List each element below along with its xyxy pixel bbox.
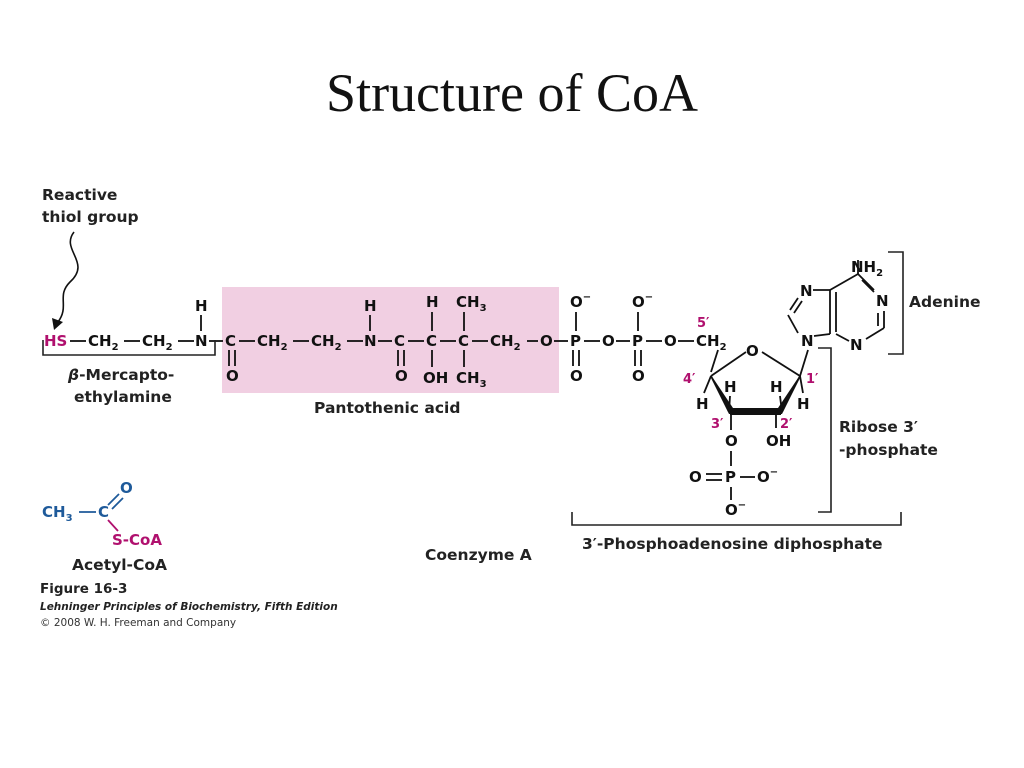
- carbonyl-c-1: C: [225, 332, 236, 350]
- amide-h-2: H: [364, 297, 377, 315]
- ch2-2: CH2: [142, 332, 173, 353]
- choh-h: H: [426, 293, 439, 311]
- num-3prime: 3′: [711, 417, 724, 432]
- methyl-bottom: CH3: [456, 369, 487, 390]
- backbone: HS CH2 CH2 N H C O CH2 CH2 N H C O C H O…: [44, 292, 727, 390]
- ester-o-1: O: [540, 332, 553, 350]
- ch2-3: CH2: [257, 332, 288, 353]
- carbonyl-c-2: C: [394, 332, 405, 350]
- slide-title: Structure of CoA: [326, 63, 698, 123]
- ring-o-3: O: [725, 432, 738, 450]
- reactive-label-line1: Reactive: [42, 186, 117, 204]
- amide-n-1: N: [195, 332, 208, 350]
- carbonyl-o-1: O: [226, 367, 239, 385]
- ribose-label-line1: Ribose 3′: [839, 418, 918, 436]
- phosphate-ominus-2: O−: [632, 292, 653, 311]
- adenine-n3: N: [850, 336, 863, 354]
- choh-c: C: [426, 332, 437, 350]
- methyl-top: CH3: [456, 293, 487, 314]
- choh-oh: OH: [423, 369, 448, 387]
- coenzyme-label: Coenzyme A: [425, 546, 532, 564]
- phosphate-o-2: O: [632, 367, 645, 385]
- phosphate-ominus-3: O−: [757, 467, 778, 486]
- acetyl-c: C: [98, 503, 109, 521]
- adenine-ring: N N NH2 N N: [787, 258, 889, 354]
- beta-label-line2: ethylamine: [74, 388, 172, 406]
- ch2-5prime: CH2: [696, 332, 727, 353]
- ribose-ring: 5′ O 4′ 1′ 3′ 2′ H H H H OH O P O O− O−: [683, 316, 819, 519]
- phosphorus-1: P: [570, 332, 581, 350]
- adenine-n7: N: [800, 282, 813, 300]
- diphosphate-label: 3′-Phosphoadenosine diphosphate: [582, 535, 883, 553]
- caption-copyright: © 2008 W. H. Freeman and Company: [40, 617, 236, 629]
- beta-label-line1: β-Mercapto-: [67, 366, 174, 384]
- quaternary-c: C: [458, 332, 469, 350]
- diphosphate-bracket: [571, 512, 902, 526]
- amide-h-1: H: [195, 297, 208, 315]
- num-4prime: 4′: [683, 372, 696, 387]
- beta-bracket: [42, 340, 216, 356]
- bridge-o: O: [602, 332, 615, 350]
- amino-nh2: NH2: [851, 258, 883, 279]
- num-1prime: 1′: [806, 372, 819, 387]
- acetyl-coa-structure: CH3 C O S-CoA: [42, 479, 162, 549]
- thiol-hs: HS: [44, 332, 67, 350]
- num-5prime: 5′: [697, 316, 710, 331]
- phosphorus-2: P: [632, 332, 643, 350]
- pantothenic-label: Pantothenic acid: [314, 399, 460, 417]
- ch2-5: CH2: [490, 332, 521, 353]
- phosphate-ominus-4: O−: [725, 500, 746, 519]
- num-2prime: 2′: [780, 417, 793, 432]
- ring-oxygen: O: [746, 342, 759, 360]
- glycosidic-n: N: [801, 332, 814, 350]
- acetyl-scoa: S-CoA: [112, 531, 162, 549]
- reactive-arrowhead: [52, 318, 63, 330]
- phosphate-ominus-1: O−: [570, 292, 591, 311]
- ring-oh-2: OH: [766, 432, 791, 450]
- ribose-label-line2: -phosphate: [839, 441, 938, 459]
- adenine-n1: N: [876, 292, 889, 310]
- ring-h-1: H: [797, 395, 810, 413]
- ribose-bracket: [818, 347, 832, 513]
- adenine-bracket: [888, 251, 904, 355]
- amide-n-2: N: [364, 332, 377, 350]
- carbonyl-o-2: O: [395, 367, 408, 385]
- ch2-1: CH2: [88, 332, 119, 353]
- ring-h-4: H: [696, 395, 709, 413]
- ch2-4: CH2: [311, 332, 342, 353]
- acetyl-o: O: [120, 479, 133, 497]
- pantothenic-highlight: [222, 287, 559, 393]
- ring-h-2: H: [770, 378, 783, 396]
- phosphorus-3: P: [725, 468, 736, 486]
- caption-book: Lehninger Principles of Biochemistry, Fi…: [40, 601, 338, 613]
- reactive-arrow: [57, 231, 79, 323]
- ester-o-2: O: [664, 332, 677, 350]
- reactive-label-line2: thiol group: [42, 208, 139, 226]
- caption-figure: Figure 16-3: [40, 581, 127, 597]
- acetyl-label: Acetyl-CoA: [72, 556, 167, 574]
- ring-h-3: H: [724, 378, 737, 396]
- adenine-label: Adenine: [909, 293, 981, 311]
- phosphate-o-3: O: [689, 468, 702, 486]
- phosphate-o-1: O: [570, 367, 583, 385]
- acetyl-ch3: CH3: [42, 503, 73, 524]
